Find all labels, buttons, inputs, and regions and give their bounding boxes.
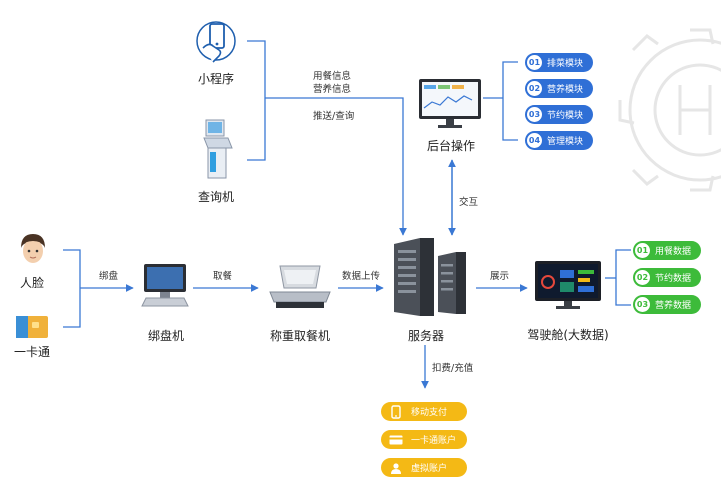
backend-module-pill: 02 营养模块 xyxy=(525,79,593,98)
backend-module-pill: 04 管理模块 xyxy=(525,131,593,150)
backend-monitor-icon xyxy=(419,79,481,128)
cockpit-data-pill: 01 用餐数据 xyxy=(633,241,701,260)
kiosk-label: 查询机 xyxy=(197,190,234,204)
user-icon xyxy=(389,461,403,475)
backend-module-pill: 01 排菜模块 xyxy=(525,53,593,72)
edge-label-take-meal: 取餐 xyxy=(213,271,233,282)
payment-pill: 移动支付 xyxy=(381,402,467,421)
mini-program-icon xyxy=(196,21,236,63)
binding-machine-label: 绑盘机 xyxy=(147,329,184,343)
edge-label-interact: 交互 xyxy=(459,197,479,208)
cockpit-data-pill: 03 营养数据 xyxy=(633,295,701,314)
server-label: 服务器 xyxy=(407,329,444,343)
cockpit-data-pill: 02 节约数据 xyxy=(633,268,701,287)
edge-label-nutrition-info: 营养信息 xyxy=(313,84,352,95)
backend-module-pill: 03 节约模块 xyxy=(525,105,593,124)
edge-label-display: 展示 xyxy=(490,271,510,282)
card-icon xyxy=(389,433,403,447)
server-icon xyxy=(394,238,466,316)
edge-label-data-upload: 数据上传 xyxy=(342,271,381,282)
weighing-machine-icon xyxy=(269,265,331,308)
binding-machine-icon xyxy=(141,264,189,307)
face-icon xyxy=(21,234,45,263)
edge-label-bind: 绑盘 xyxy=(99,271,119,282)
card-icon xyxy=(16,316,48,338)
face-label: 人脸 xyxy=(19,276,44,290)
gear-watermark-icon xyxy=(618,28,721,192)
phone-icon xyxy=(389,404,403,419)
mini-program-label: 小程序 xyxy=(197,72,234,86)
cockpit-label: 驾驶舱(大数据) xyxy=(527,328,609,342)
kiosk-icon xyxy=(203,119,233,179)
weighing-machine-label: 称重取餐机 xyxy=(269,329,330,343)
edge-label-push-query: 推送/查询 xyxy=(313,111,355,122)
edge-label-deduct-recharge: 扣费/充值 xyxy=(432,363,474,374)
edge-label-meal-info: 用餐信息 xyxy=(313,71,352,82)
cockpit-dashboard-icon xyxy=(535,261,601,309)
card-label: 一卡通 xyxy=(13,345,50,359)
payment-pill: 一卡通账户 xyxy=(381,430,467,449)
backend-label: 后台操作 xyxy=(426,139,475,153)
payment-pill: 虚拟账户 xyxy=(381,458,467,477)
